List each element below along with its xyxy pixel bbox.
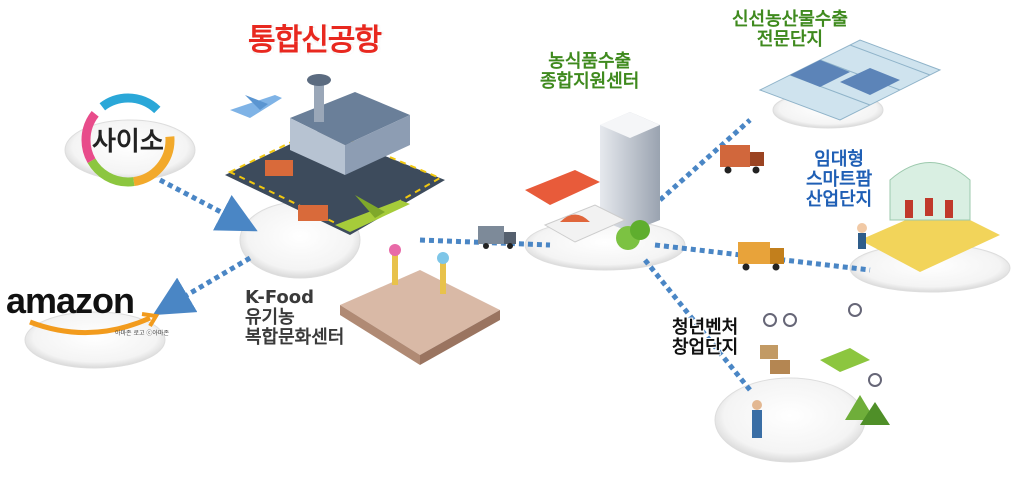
export-center-illustration	[525, 112, 660, 250]
export-center-line1: 농식품수출	[548, 51, 632, 72]
youth-venture-label: 청년벤처 창업단지	[672, 317, 739, 359]
fresh-export-line2: 전문단지	[756, 29, 824, 51]
kfood-line3: 복합문화센터	[245, 327, 345, 349]
amazon-arrow-icon	[141, 312, 160, 328]
fresh-export-label: 신선농산물수출 전문단지	[732, 9, 848, 51]
kfood-center-label: K-Food 유기농 복합문화센터	[245, 287, 345, 349]
youth-venture-line1: 청년벤처	[672, 317, 739, 338]
saiso-logo	[81, 93, 175, 187]
truck-icon	[478, 226, 516, 249]
airport-complex	[225, 74, 445, 235]
export-center-line2: 종합지원센터	[540, 71, 640, 93]
smart-farm-line3: 산업단지	[806, 189, 873, 211]
fresh-export-line1: 신선농산물수출	[732, 9, 848, 30]
youth-venture-line2: 창업단지	[672, 337, 739, 359]
amazon-smile-icon	[29, 315, 152, 335]
kfood-line1: K-Food	[245, 287, 315, 308]
export-center-label: 농식품수출 종합지원센터	[540, 51, 640, 93]
airplane-icon	[230, 95, 282, 118]
kfood-line2: 유기농	[245, 307, 295, 329]
smart-farm-line2: 스마트팜	[806, 169, 873, 191]
saiso-logo-text: 사이소	[92, 127, 164, 157]
smart-farm-label: 임대형 스마트팜 산업단지	[806, 149, 873, 211]
green-airplane-icon	[335, 195, 410, 232]
amazon-logo-text: amazon	[6, 280, 135, 321]
fresh-export-illustration	[758, 39, 942, 121]
truck-icon	[720, 145, 764, 174]
smart-farm-illustration	[857, 162, 1000, 272]
truck-icon	[738, 242, 784, 271]
smart-farm-line1: 임대형	[814, 149, 864, 170]
amazon-logo-credit: 아마존 로고 ⓒ아마존	[115, 330, 169, 337]
youth-venture-illustration	[752, 303, 890, 438]
airport-title: 통합신공항	[248, 23, 382, 58]
kfood-center-illustration	[340, 244, 500, 365]
